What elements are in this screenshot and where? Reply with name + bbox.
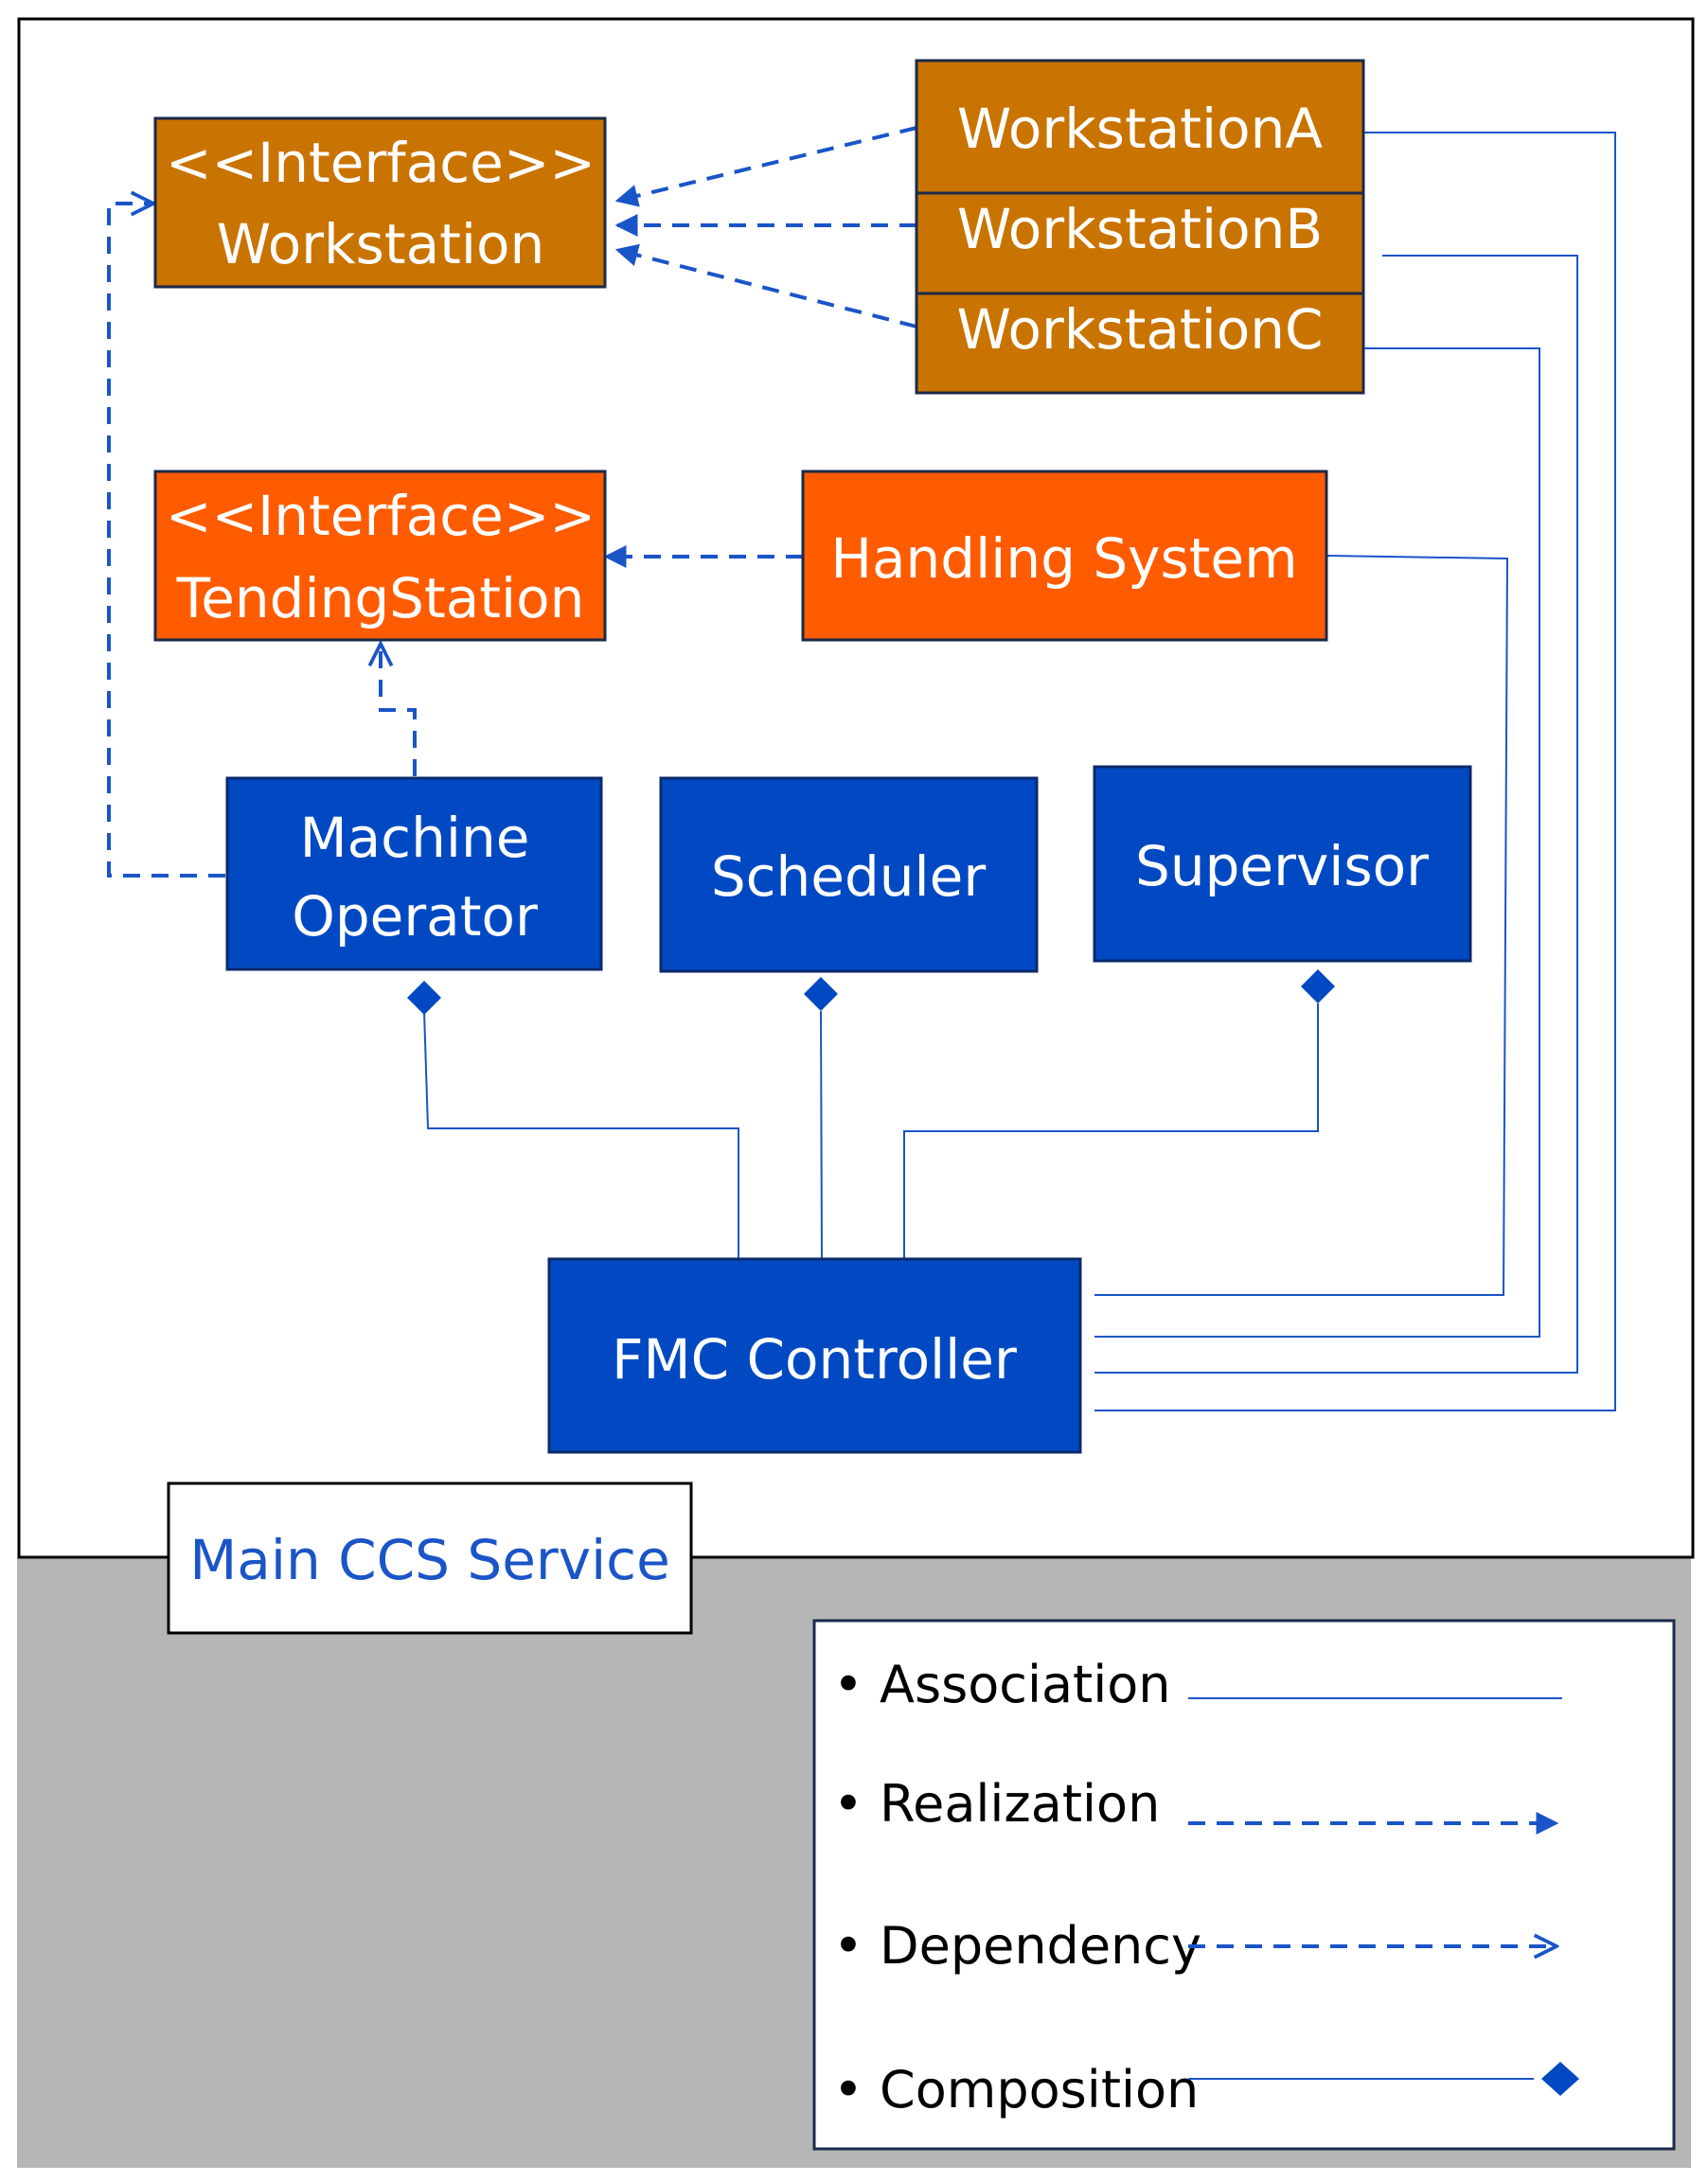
tending-station-interface[interactable]: <<Interface>> TendingStation (153, 470, 607, 642)
workstation-c-label: WorkstationC (957, 297, 1324, 362)
legend: • Association • Realization • Dependency… (812, 1619, 1676, 2151)
tending-station-stereotype: <<Interface>> (166, 484, 596, 548)
association-lines (1094, 132, 1616, 1411)
machine-operator-line1: Machine (300, 806, 530, 870)
comp-supervisor (903, 1003, 1319, 1259)
legend-diamond-composition (1541, 2062, 1579, 2096)
handling-system-box[interactable]: Handling System (801, 470, 1328, 642)
diamond-supervisor (1301, 969, 1335, 1003)
real-workstation-c (614, 243, 917, 328)
diamond-machine-operator (407, 981, 441, 1015)
scheduler-label: Scheduler (711, 844, 987, 909)
workstation-interface[interactable]: <<Interface>> Workstation (153, 116, 607, 289)
comp-scheduler (820, 1010, 823, 1260)
fmc-controller-label: FMC Controller (612, 1327, 1017, 1392)
assoc-workstation-a (1094, 132, 1616, 1411)
assoc-workstation-c (1094, 347, 1540, 1338)
container-label: Main CCS Service (189, 1528, 670, 1592)
real-workstation-a (614, 126, 917, 207)
scheduler-box[interactable]: Scheduler (659, 776, 1039, 973)
composition-diamonds (407, 969, 1335, 1015)
supervisor-label: Supervisor (1135, 834, 1429, 898)
supervisor-box[interactable]: Supervisor (1093, 765, 1472, 963)
legend-label-association: • Association (833, 1655, 1170, 1714)
realization-lines (603, 126, 917, 568)
composition-lines (423, 1003, 1319, 1260)
machine-operator-box[interactable]: Machine Operator (225, 776, 603, 971)
legend-label-dependency: • Dependency (833, 1916, 1201, 1976)
legend-label-composition: • Composition (833, 2060, 1199, 2120)
assoc-handling-system (1094, 555, 1509, 1296)
workstation-b-label: WorkstationB (957, 197, 1323, 261)
workstation-b-box[interactable]: WorkstationB (915, 191, 1365, 295)
dep-operator-to-tendingstation (381, 644, 417, 776)
diamond-scheduler (804, 977, 838, 1011)
tending-station-name: TendingStation (176, 566, 585, 630)
handling-system-label: Handling System (830, 526, 1297, 591)
workstation-a-label: WorkstationA (957, 97, 1323, 161)
legend-box (812, 1619, 1676, 2151)
fmc-controller-box[interactable]: FMC Controller (547, 1257, 1082, 1454)
main-ccs-service-tag: Main CCS Service (167, 1481, 693, 1635)
legend-label-realization: • Realization (833, 1774, 1160, 1834)
dependency-lines (107, 204, 417, 878)
workstation-name: Workstation (217, 212, 544, 276)
dep-operator-to-workstation (107, 204, 225, 878)
workstation-stereotype: <<Interface>> (166, 131, 596, 195)
machine-operator-line2: Operator (292, 884, 538, 949)
workstation-a-box[interactable]: WorkstationA (915, 59, 1365, 195)
assoc-workstation-b (1094, 255, 1578, 1374)
workstation-c-box[interactable]: WorkstationC (915, 292, 1365, 395)
comp-machine-operator (423, 1010, 739, 1259)
